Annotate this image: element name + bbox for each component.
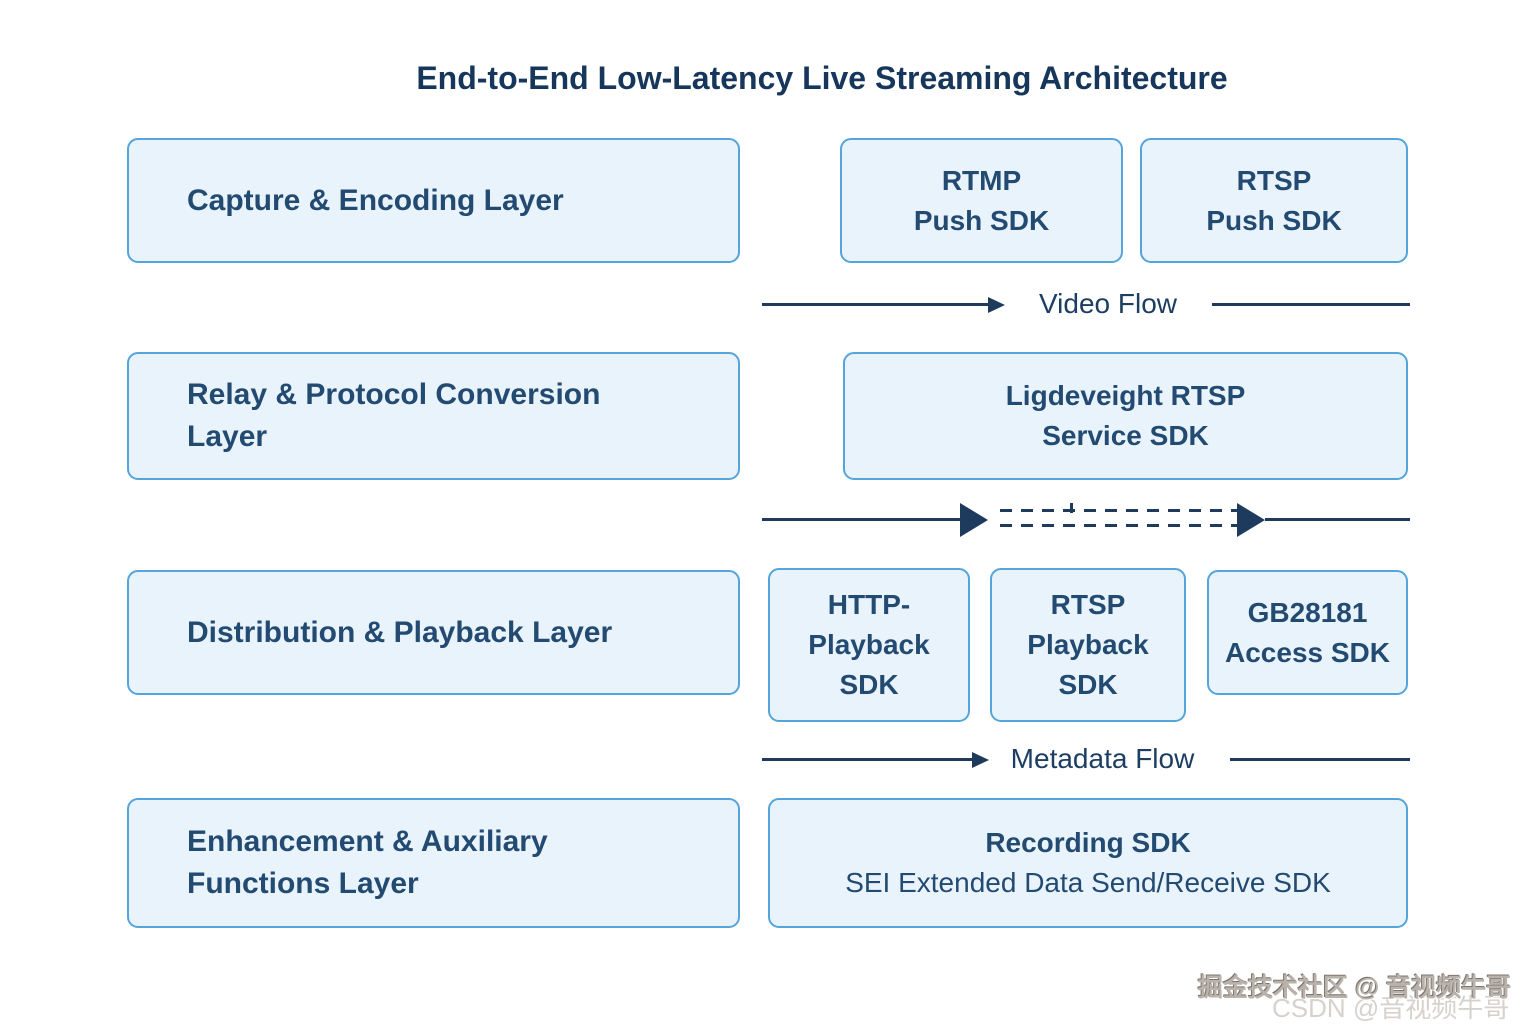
sdk-label-line: SEI Extended Data Send/Receive SDK	[845, 867, 1331, 898]
sdk-label-line: HTTP-	[827, 589, 911, 620]
sdk-label-line: Playback	[808, 629, 930, 660]
sdk-box-rtsp-playback: RTSP Playback SDK	[990, 568, 1186, 722]
dashed-line-top	[1000, 509, 1237, 512]
sdk-label-line: Push SDK	[1206, 204, 1342, 236]
sdk-box-gb28181-access: GB28181 Access SDK	[1207, 570, 1408, 695]
sdk-label-line: RTSP	[1236, 164, 1312, 196]
arrow-line	[1212, 303, 1410, 306]
arrowhead-icon	[1237, 503, 1265, 537]
arrow-line	[1230, 758, 1410, 761]
arrowhead-icon	[960, 503, 988, 537]
layer-box-distribution-playback: Distribution & Playback Layer	[127, 570, 740, 695]
sdk-box-rtmp-push: RTMP Push SDK	[840, 138, 1123, 263]
arrowhead-icon	[972, 752, 989, 768]
watermark-juejin: 掘金技术社区 @ 音视频牛哥	[1198, 974, 1512, 1002]
diagram-title: End-to-End Low-Latency Live Streaming Ar…	[416, 60, 1228, 96]
arrowhead-icon	[988, 297, 1005, 313]
layer-label: Layer	[187, 420, 268, 453]
sdk-label-line: SDK	[1058, 669, 1118, 700]
layer-label: Functions Layer	[187, 867, 419, 900]
sdk-label-line: Recording SDK	[985, 827, 1191, 858]
layer-label: Relay & Protocol Conversion	[187, 378, 601, 411]
sdk-label-line: Push SDK	[913, 204, 1050, 236]
sdk-label-line: Access SDK	[1225, 636, 1390, 668]
sdk-label-line: GB28181	[1247, 596, 1368, 628]
sdk-label-line: RTSP	[1050, 589, 1126, 620]
sdk-label-line: Playback	[1027, 629, 1149, 660]
sdk-box-recording-sei: Recording SDK SEI Extended Data Send/Rec…	[768, 798, 1408, 928]
layer-box-enhancement-auxiliary: Enhancement & Auxiliary Functions Layer	[127, 798, 740, 928]
sdk-label-line: Ligdeveight RTSP	[1005, 380, 1246, 411]
dashed-line-bottom	[1000, 524, 1237, 527]
sdk-box-ligdeveight-rtsp-service: Ligdeveight RTSP Service SDK	[843, 352, 1408, 480]
layer-label: Capture & Encoding Layer	[187, 183, 564, 217]
layer-box-relay-protocol-conversion: Relay & Protocol Conversion Layer	[127, 352, 740, 480]
layer-label: Distribution & Playback Layer	[187, 615, 613, 649]
video-flow-label: Video Flow	[1038, 288, 1177, 319]
metadata-flow-label: Metadata Flow	[1010, 743, 1195, 774]
sdk-label-line: SDK	[839, 669, 899, 700]
arrow-line	[762, 758, 972, 761]
arrow-line	[762, 303, 988, 306]
arrow-line	[762, 518, 960, 521]
sdk-box-http-playback: HTTP- Playback SDK	[768, 568, 970, 722]
arrow-line	[1265, 518, 1410, 521]
layer-label: Enhancement & Auxiliary	[187, 825, 548, 858]
sdk-box-rtsp-push: RTSP Push SDK	[1140, 138, 1408, 263]
sdk-label-line: Service SDK	[1042, 420, 1209, 451]
tick-mark	[1070, 503, 1073, 513]
layer-box-capture-encoding: Capture & Encoding Layer	[127, 138, 740, 263]
sdk-label-line: RTMP	[941, 164, 1022, 196]
